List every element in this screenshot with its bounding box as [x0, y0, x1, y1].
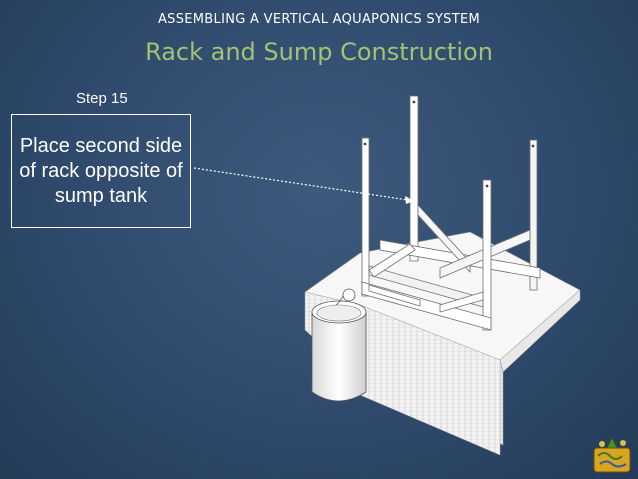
aquaponics-logo-icon: [593, 437, 631, 473]
sump-tank: [311, 288, 367, 402]
slide-title: Rack and Sump Construction: [145, 38, 493, 66]
instruction-text: Place second side of rack opposite of su…: [19, 134, 183, 207]
leader-arrow: [193, 167, 414, 204]
step-label: Step 15: [76, 90, 128, 107]
rack-frame: [361, 95, 541, 331]
instruction-callout: Place second side of rack opposite of su…: [11, 114, 191, 228]
super-title: ASSEMBLING A VERTICAL AQUAPONICS SYSTEM: [157, 12, 480, 27]
